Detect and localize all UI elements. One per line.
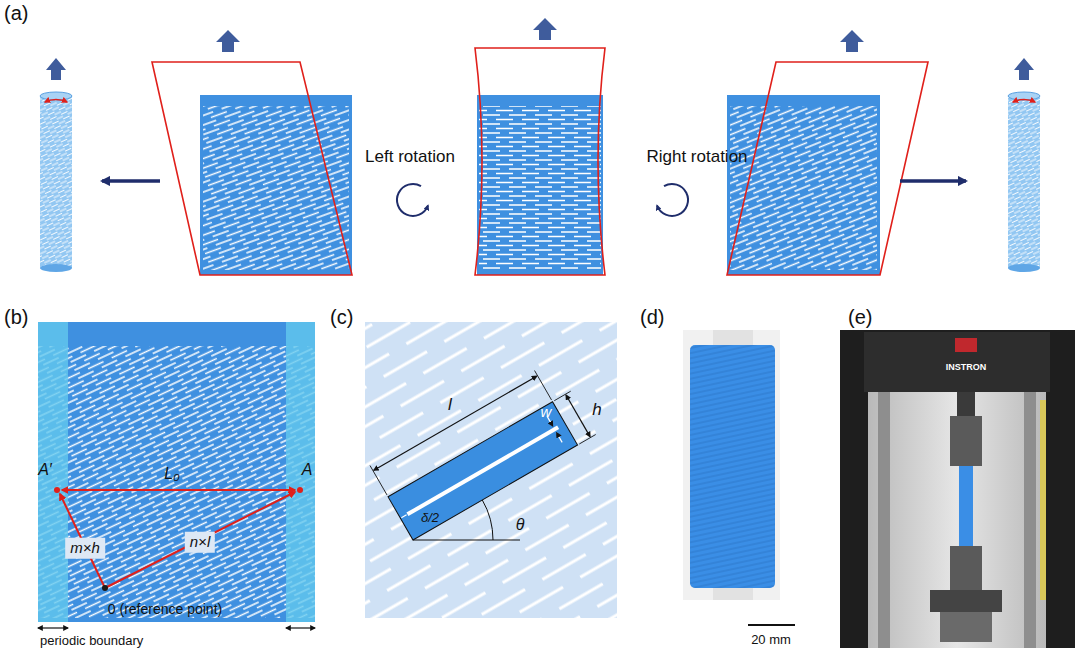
- deformed-outline: [152, 62, 352, 275]
- base-fixture: [940, 612, 992, 642]
- point-marker: [297, 487, 303, 493]
- slit-pattern: [730, 106, 877, 270]
- photo-background: [683, 330, 780, 600]
- load-cell: [957, 392, 975, 416]
- roll-arrow: [102, 179, 160, 183]
- rotation-symbol: [657, 184, 688, 216]
- slit-pattern: [365, 322, 617, 618]
- panel-label: (e): [848, 306, 872, 328]
- lattice-vector: [105, 492, 295, 588]
- cylinder-bottom: [40, 264, 72, 272]
- slit-pattern: [479, 106, 601, 270]
- deformed-outline: [475, 48, 605, 275]
- load-arrow: [216, 30, 240, 52]
- unit-cell: [388, 402, 578, 540]
- dimension-line: [557, 433, 563, 443]
- unit-sheet: [38, 322, 315, 622]
- panel-label: (d): [640, 306, 664, 328]
- point-marker: [54, 487, 60, 493]
- periodic-strip: [286, 322, 315, 622]
- upper-grip: [950, 416, 982, 466]
- vector-label: m×h: [65, 538, 105, 559]
- point-marker: [102, 585, 108, 591]
- load-arrow: [533, 18, 557, 40]
- dimension-label: l: [448, 396, 452, 415]
- rotation-label: Right rotation: [646, 148, 747, 167]
- dimension-label: h: [592, 401, 601, 420]
- panel-label: (c): [330, 306, 353, 328]
- boundary-arrow: [286, 627, 315, 628]
- load-arrow: [840, 30, 864, 52]
- vector-label: L₀: [164, 465, 180, 483]
- rotation-arrow: [45, 100, 67, 103]
- panel-label: (b): [4, 306, 28, 328]
- point-label: 0 (reference point): [108, 602, 222, 617]
- panel-label: (a): [4, 2, 28, 24]
- kirigami-sheet: [727, 95, 880, 275]
- lattice-vector: [60, 494, 105, 588]
- photo-background: [840, 330, 1075, 648]
- zoom-background: [365, 322, 617, 618]
- boundary-label: periodic boundary: [40, 634, 143, 648]
- cylinder-body: [1008, 96, 1040, 268]
- kirigami-sheet: [200, 95, 352, 275]
- load-arrow: [46, 58, 66, 80]
- rotation-label: Left rotation: [365, 148, 455, 167]
- base-fixture: [930, 590, 1002, 612]
- roll-arrow: [900, 179, 966, 183]
- kirigami-sheet: [477, 95, 603, 275]
- tube-slits: [690, 345, 775, 588]
- angle-label: θ: [516, 516, 525, 534]
- boundary-arrow: [38, 627, 68, 628]
- extension-line: [579, 435, 595, 445]
- brand-logo: [955, 338, 977, 352]
- angle-arc: [482, 500, 493, 540]
- slit-pattern: [38, 346, 315, 618]
- vector-label: n×l: [185, 532, 215, 553]
- cylinder-slits: [1008, 96, 1040, 268]
- extension-line: [370, 466, 387, 495]
- cylinder-bottom: [1008, 264, 1040, 272]
- ruler-strip: [1040, 400, 1046, 600]
- reference-line: [413, 540, 520, 541]
- point-label: A′: [38, 461, 52, 479]
- crosshead: [864, 332, 1050, 392]
- cylinder-slits: [40, 96, 72, 268]
- load-arrow: [1014, 58, 1034, 80]
- scale-label: 20 mm: [751, 633, 791, 647]
- rotation-arrow: [1013, 100, 1035, 103]
- dimension-line: [374, 376, 537, 470]
- dimension-line: [566, 395, 590, 437]
- periodic-strip: [38, 322, 68, 622]
- kirigami-tube: [690, 345, 775, 588]
- dimension-label: w: [541, 404, 552, 421]
- brand-text: INSTRON: [946, 363, 987, 373]
- dimension-line: [401, 515, 406, 518]
- circumference-vector: [62, 489, 295, 491]
- dimension-label: δ/2: [421, 511, 439, 525]
- extension-line: [535, 371, 552, 400]
- slit-pattern: [203, 106, 349, 270]
- deformed-outline: [727, 62, 928, 275]
- cylinder-body: [40, 96, 72, 268]
- test-specimen: [959, 466, 973, 546]
- lower-grip: [950, 546, 982, 590]
- scale-bar: [748, 624, 795, 626]
- rotation-symbol: [397, 184, 428, 216]
- point-label: A: [302, 461, 313, 479]
